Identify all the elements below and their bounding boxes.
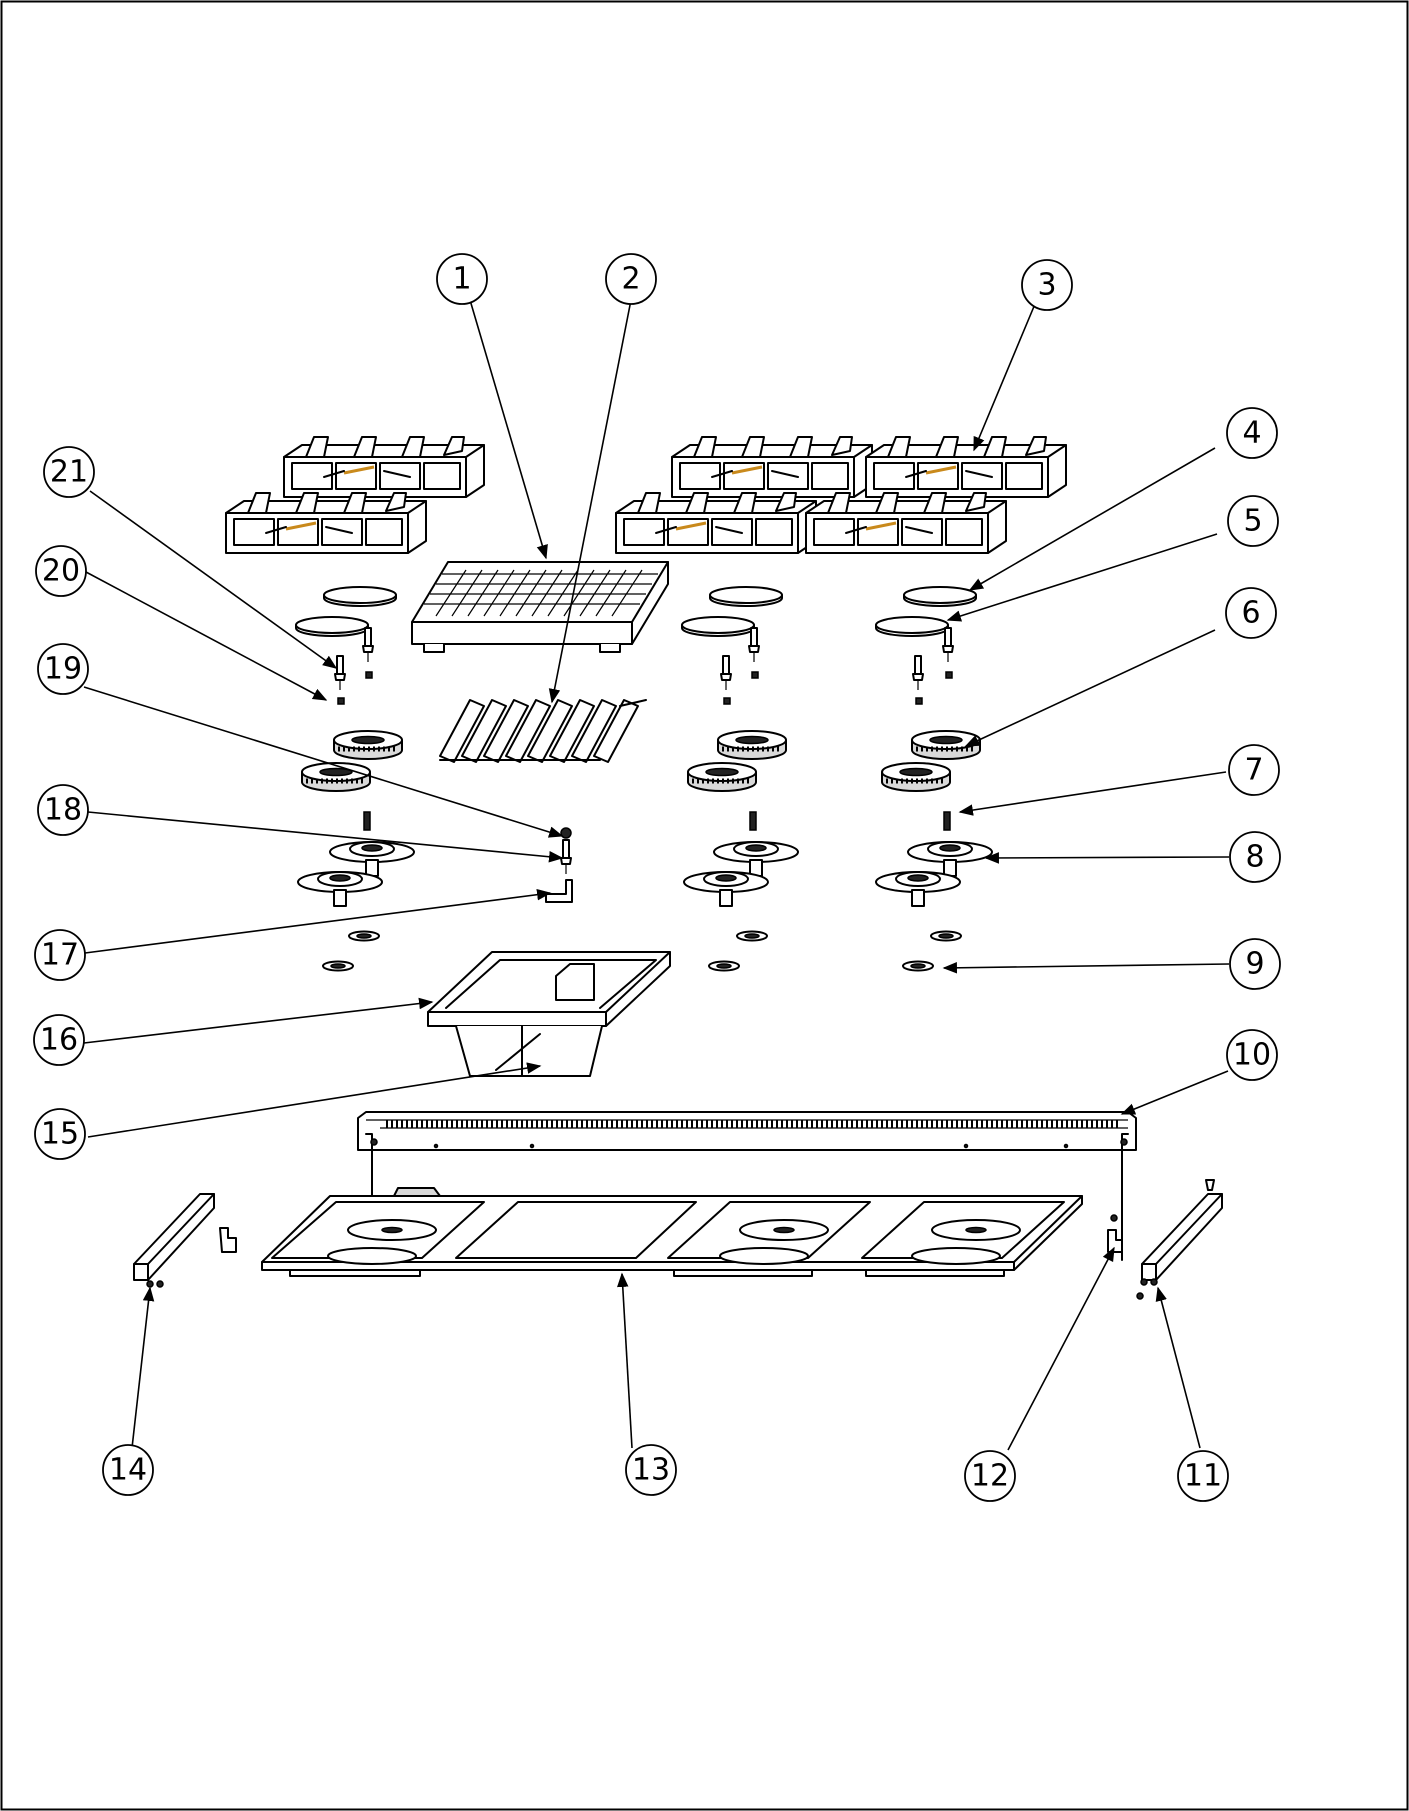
callout-11: 11: [1177, 1450, 1229, 1502]
callout-1: 1: [436, 253, 488, 305]
callout-18: 18: [37, 784, 89, 836]
callout-16: 16: [33, 1014, 85, 1066]
callout-16-label: 16: [40, 1023, 78, 1058]
callout-15-label: 15: [41, 1117, 79, 1152]
callout-8-label: 8: [1245, 840, 1264, 875]
callout-21-label: 21: [50, 455, 88, 490]
igniter-parts: [545, 827, 573, 903]
callout-13-label: 13: [632, 1453, 670, 1488]
callout-19: 19: [37, 643, 89, 695]
callout-4: 4: [1226, 407, 1278, 459]
callout-20-label: 20: [42, 554, 80, 589]
callout-1-label: 1: [452, 262, 471, 297]
radiant-set: [439, 699, 647, 763]
backguard: [357, 1111, 1137, 1261]
callout-8: 8: [1229, 831, 1281, 883]
callout-10-label: 10: [1233, 1038, 1271, 1073]
leader-lines: [83, 299, 1230, 1451]
callout-5: 5: [1227, 495, 1279, 547]
burner-box: [427, 951, 671, 1077]
callout-12-label: 12: [971, 1459, 1009, 1494]
callout-7: 7: [1228, 744, 1280, 796]
callout-14: 14: [102, 1444, 154, 1496]
callout-9: 9: [1229, 938, 1281, 990]
callout-3-label: 3: [1037, 268, 1056, 303]
burner-stack-left: [295, 586, 415, 972]
callout-19-label: 19: [44, 652, 82, 687]
callout-12: 12: [964, 1450, 1016, 1502]
callout-14-label: 14: [109, 1453, 147, 1488]
callout-6: 6: [1225, 587, 1277, 639]
drip-tray-top: [261, 1187, 1083, 1277]
callout-17-label: 17: [41, 938, 79, 973]
callout-3: 3: [1021, 259, 1073, 311]
side-trim-left: [133, 1193, 237, 1288]
callout-11-label: 11: [1184, 1459, 1222, 1494]
callout-15: 15: [34, 1108, 86, 1160]
burner-stack-right: [875, 586, 993, 972]
callout-13: 13: [625, 1444, 677, 1496]
callout-18-label: 18: [44, 793, 82, 828]
burner-grates: [224, 435, 1068, 555]
char-grill-grate: [411, 561, 669, 653]
callout-17: 17: [34, 929, 86, 981]
side-trim-right: [1107, 1179, 1223, 1300]
callout-20: 20: [35, 545, 87, 597]
callout-10: 10: [1226, 1029, 1278, 1081]
burner-stack-middle: [681, 586, 799, 972]
callout-4-label: 4: [1242, 416, 1261, 451]
callout-9-label: 9: [1245, 947, 1264, 982]
callout-5-label: 5: [1243, 504, 1262, 539]
callout-2: 2: [605, 253, 657, 305]
callout-21: 21: [43, 446, 95, 498]
callout-7-label: 7: [1244, 753, 1263, 788]
callout-2-label: 2: [621, 262, 640, 297]
callout-6-label: 6: [1241, 596, 1260, 631]
